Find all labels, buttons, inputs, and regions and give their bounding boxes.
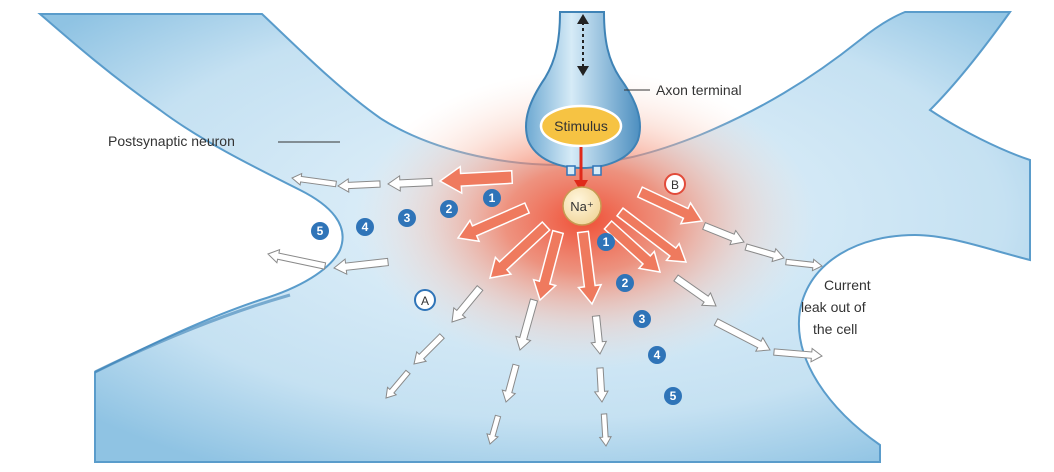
leak-label-line-2: leak out of: [801, 299, 866, 315]
current-arrow: [576, 230, 603, 306]
current-arrow: [387, 174, 433, 192]
down-step-5-badge: [664, 387, 682, 405]
current-arrow: [438, 165, 514, 195]
marker-a-label: A: [421, 294, 429, 308]
current-arrows: [267, 165, 823, 447]
down-step-3-badge: [633, 310, 651, 328]
current-arrow: [615, 207, 688, 263]
na-ion: [562, 186, 602, 226]
left-step-2-badge: [440, 200, 458, 218]
axon-signal-arrowhead-down: [577, 66, 589, 76]
left-step-4: 4: [362, 220, 369, 234]
current-arrow: [673, 274, 717, 307]
left-step-5-badge: [311, 222, 329, 240]
current-arrow: [486, 414, 502, 445]
current-arrow: [488, 220, 551, 279]
axon-signal-arrowhead-up: [577, 14, 589, 24]
current-arrow: [333, 257, 389, 276]
current-arrow: [773, 347, 823, 363]
down-step-4: 4: [654, 348, 661, 362]
axon-terminal-label: Axon terminal: [656, 82, 742, 98]
left-steps: 1 2 3 4 5: [311, 189, 501, 240]
left-step-2: 2: [446, 202, 453, 216]
current-arrow: [291, 172, 337, 188]
left-step-5: 5: [317, 224, 324, 238]
channel-left: [566, 165, 576, 176]
channel-right: [592, 165, 602, 176]
stimulus-badge: [539, 104, 623, 148]
stimulus-arrowhead: [574, 180, 588, 192]
marker-b-label: B: [671, 178, 679, 192]
current-arrow: [515, 298, 539, 351]
current-arrow: [532, 229, 565, 302]
dendrite-edge: [94, 293, 291, 374]
leak-label-line-1: Current: [824, 277, 871, 293]
left-step-3-badge: [398, 209, 416, 227]
current-arrow: [593, 367, 609, 403]
postsynaptic-neuron-label: Postsynaptic neuron: [108, 133, 235, 149]
current-arrow: [785, 258, 823, 272]
current-arrow: [598, 413, 612, 447]
marker-a: [414, 289, 436, 311]
down-step-3: 3: [639, 312, 646, 326]
down-steps: 1 2 3 4 5: [597, 233, 682, 405]
current-arrow: [603, 219, 662, 273]
current-arrow: [590, 315, 608, 355]
down-step-5: 5: [670, 389, 677, 403]
down-step-2-badge: [616, 274, 634, 292]
current-arrow: [267, 248, 327, 270]
na-ion-label: Na⁺: [570, 199, 593, 214]
current-arrow: [744, 243, 785, 263]
stimulus-label: Stimulus: [554, 118, 608, 134]
left-step-1-badge: [483, 189, 501, 207]
current-arrow: [713, 318, 771, 352]
current-arrow: [456, 202, 531, 243]
down-step-2: 2: [622, 276, 629, 290]
leak-label-line-3: the cell: [813, 321, 857, 337]
current-arrow: [636, 186, 704, 225]
current-arrow: [451, 284, 484, 323]
down-step-4-badge: [648, 346, 666, 364]
left-step-1: 1: [489, 191, 496, 205]
current-arrow: [413, 333, 445, 365]
marker-b: [664, 173, 686, 195]
down-step-1: 1: [603, 235, 610, 249]
current-arrow: [385, 369, 411, 399]
down-step-1-badge: [597, 233, 615, 251]
current-arrow: [501, 363, 520, 403]
current-arrow: [702, 222, 745, 246]
left-step-4-badge: [356, 218, 374, 236]
left-step-3: 3: [404, 211, 411, 225]
current-arrow: [337, 177, 381, 193]
